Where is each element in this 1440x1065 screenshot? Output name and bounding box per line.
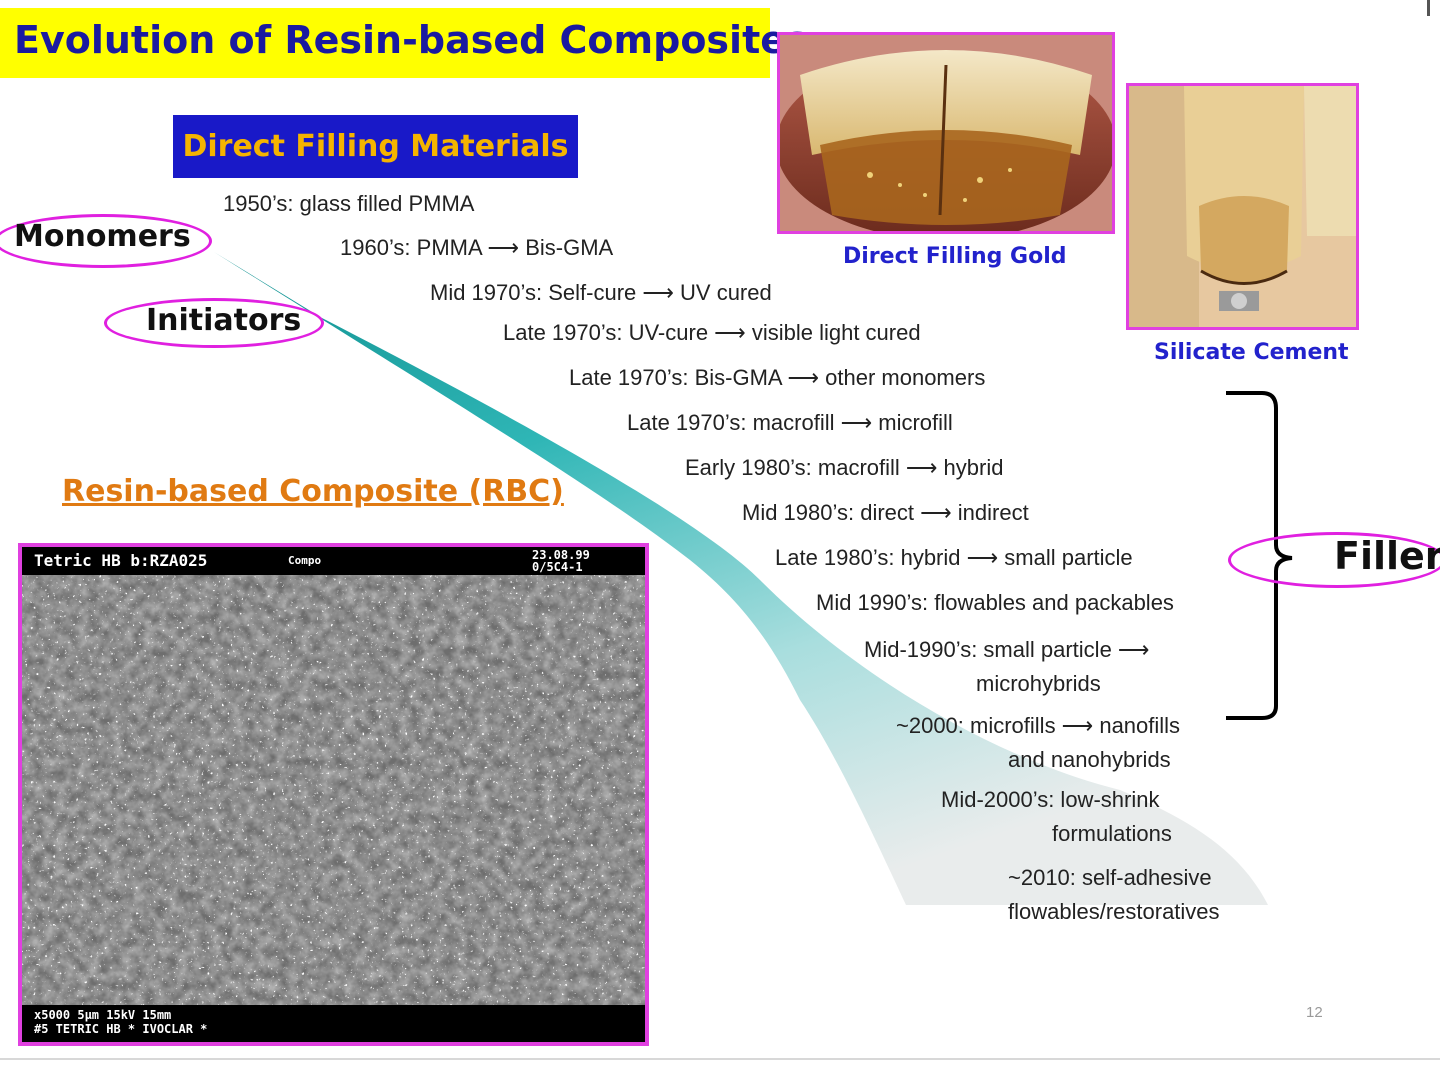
direct-filling-gold-caption: Direct Filling Gold (843, 244, 1067, 269)
timeline-entry: Mid 1970’s: Self-cure ⟶ UV cured (430, 280, 772, 305)
monomers-label: Monomers (14, 219, 191, 254)
sem-micrograph: Tetric HB b:RZA025 Compo 23.08.99 0/5C4-… (18, 543, 649, 1046)
timeline-entry: ~2010: self-adhesive (1008, 865, 1212, 890)
filler-label: Filler (1334, 534, 1440, 578)
page-number: 12 (1306, 1004, 1323, 1021)
scrollbar-mark (1427, 0, 1430, 16)
direct-filling-materials-box: Direct Filling Materials (173, 115, 578, 178)
timeline-entry: Mid 1990’s: flowables and packables (816, 590, 1174, 615)
timeline-entry: flowables/restoratives (1008, 899, 1220, 924)
silicate-cement-photo (1126, 83, 1359, 330)
slide-title: Evolution of Resin-based Composites (14, 18, 809, 62)
initiators-label: Initiators (146, 303, 302, 338)
timeline-entry: Mid 1980’s: direct ⟶ indirect (742, 500, 1029, 525)
silicate-cement-caption: Silicate Cement (1154, 340, 1349, 365)
rbc-heading: Resin-based Composite (RBC) (62, 474, 564, 509)
timeline-entry: and nanohybrids (1008, 747, 1171, 772)
timeline-entry: 1950’s: glass filled PMMA (223, 191, 475, 216)
sem-header-sample: Tetric HB b:RZA025 (34, 551, 208, 570)
sem-footer-scale: x5000 5μm 15kV 15mm (34, 1008, 172, 1022)
timeline-entry: microhybrids (976, 671, 1101, 696)
evolution-band (214, 252, 1268, 905)
timeline-entry: Early 1980’s: macrofill ⟶ hybrid (685, 455, 1004, 480)
timeline-entry: Late 1970’s: Bis-GMA ⟶ other monomers (569, 365, 986, 390)
timeline-entry: Mid-2000’s: low-shrink (941, 787, 1160, 812)
timeline-entry: Mid-1990’s: small particle ⟶ (864, 637, 1150, 662)
timeline-entry: Late 1970’s: macrofill ⟶ microfill (627, 410, 953, 435)
sem-header-date: 23.08.99 (532, 548, 590, 562)
monomers-oval (0, 214, 212, 268)
timeline-entry: ~2000: microfills ⟶ nanofills (896, 713, 1181, 738)
timeline-entry: 1960’s: PMMA ⟶ Bis-GMA (340, 235, 614, 260)
title-banner (0, 8, 770, 78)
timeline-entry: formulations (1052, 821, 1172, 846)
sem-footer-label: #5 TETRIC HB * IVOCLAR * (34, 1022, 208, 1036)
slide-bottom-divider (0, 1058, 1440, 1060)
timeline-entry: Late 1970’s: UV-cure ⟶ visible light cur… (503, 320, 921, 345)
sem-header-tag: Compo (288, 554, 322, 567)
filler-oval (1228, 532, 1440, 588)
timeline-entry: Late 1980’s: hybrid ⟶ small particle (775, 545, 1133, 570)
initiators-oval (104, 298, 324, 348)
sem-header-code: 0/5C4-1 (532, 560, 583, 574)
direct-filling-gold-photo (777, 32, 1115, 234)
direct-filling-materials-label: Direct Filling Materials (182, 129, 569, 164)
